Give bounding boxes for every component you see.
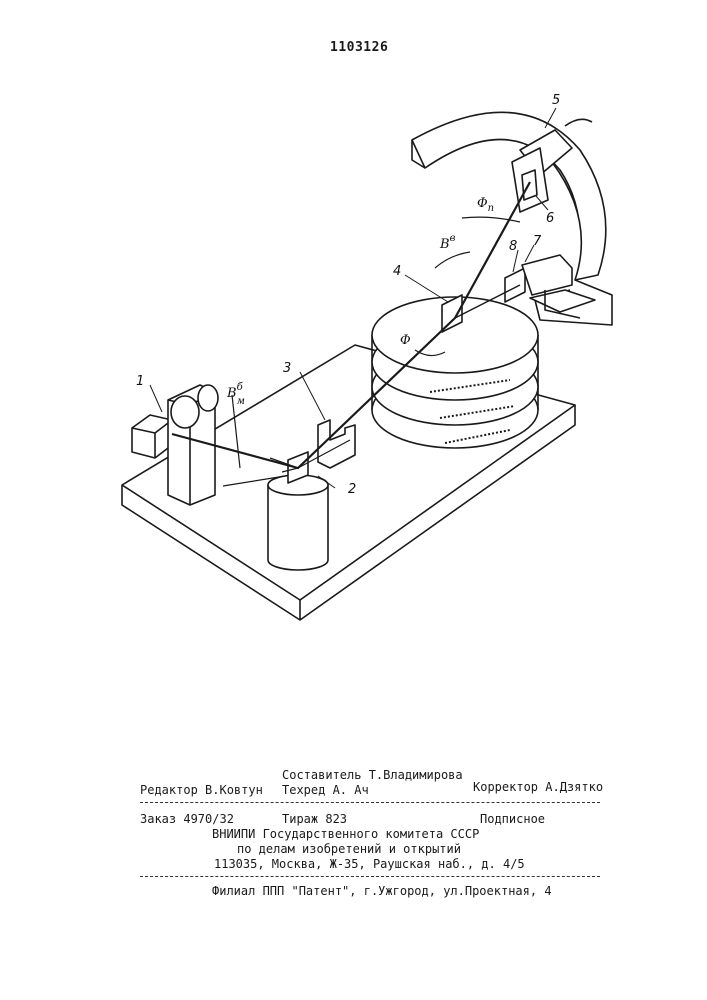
angle-label-b-m: Bбм <box>226 382 245 407</box>
label-part-5: 5 <box>552 93 560 108</box>
imprint-compiler: Составитель Т.Владимирова <box>282 768 463 782</box>
label-part-6: 6 <box>546 211 554 226</box>
imprint-org-line-2: по делам изобретений и открытий <box>237 842 461 856</box>
imprint-org-line-1: ВНИИПИ Государственного комитета СССР <box>212 827 479 841</box>
label-part-3: 3 <box>283 361 291 376</box>
label-part-1: 1 <box>136 374 144 389</box>
label-part-8: 8 <box>509 239 517 254</box>
label-part-2: 2 <box>348 482 356 497</box>
imprint-corrector: Корректор А.Дзятко <box>473 780 603 794</box>
angle-label-b-v: Bв <box>439 233 456 252</box>
imprint-order: Заказ 4970/32 <box>140 812 234 826</box>
imprint-divider-2 <box>140 876 600 877</box>
angle-label-phi-p: Φп <box>477 196 494 214</box>
imprint-address: 113035, Москва, Ж-35, Раушская наб., д. … <box>214 857 525 871</box>
angle-label-phi: Φ <box>400 333 411 348</box>
imprint-divider-1 <box>140 802 600 803</box>
imprint-branch: Филиал ППП "Патент", г.Ужгород, ул.Проек… <box>212 884 552 898</box>
imprint-circulation: Тираж 823 <box>282 812 347 826</box>
label-part-7: 7 <box>533 234 542 249</box>
imprint-editor: Редактор В.Ковтун <box>140 783 263 797</box>
label-part-4: 4 <box>393 264 401 279</box>
apparatus-figure: 1 2 3 4 5 6 7 8 Bбм Bв Φп Φ <box>0 0 707 720</box>
imprint-subscription: Подписное <box>480 812 545 826</box>
imprint-techred: Техред А. Ач <box>282 783 369 797</box>
